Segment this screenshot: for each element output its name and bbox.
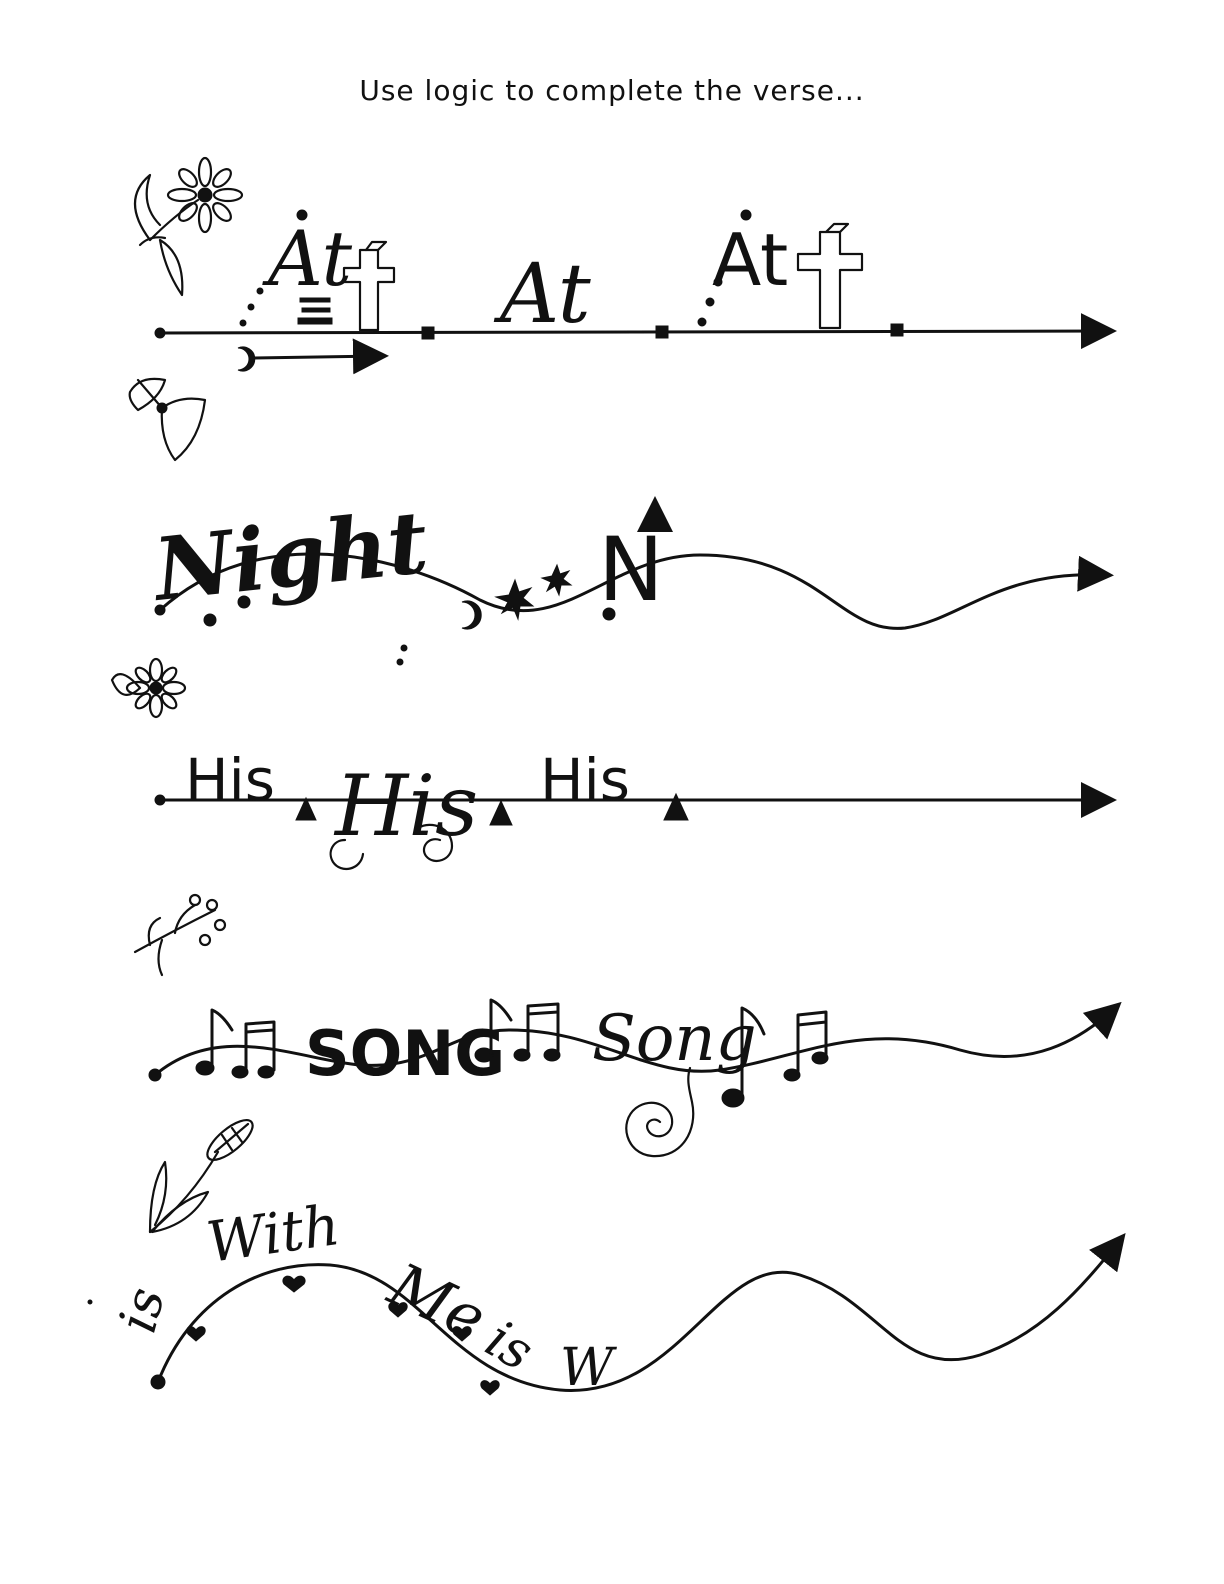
lupine-icon — [148, 1119, 254, 1234]
verse-line-4: SONG Song — [133, 893, 1122, 1158]
flower-icon — [133, 156, 244, 297]
moon-arrow-icon — [237, 338, 389, 375]
sprig-icon — [133, 893, 227, 977]
line-5-word-5: W — [560, 1338, 617, 1398]
line-1-word-3: At — [712, 218, 788, 302]
star-icon — [494, 563, 573, 621]
line-4-word-2: Song — [592, 1002, 757, 1076]
music-note-icon — [195, 1008, 276, 1079]
line-4-path — [153, 1001, 1122, 1077]
line-3-word-1: His — [185, 746, 275, 814]
spiral-icon — [625, 1066, 695, 1158]
instruction-text: Use logic to complete the verse... — [359, 74, 865, 107]
music-note-icon — [721, 1006, 829, 1108]
daisy-icon — [110, 657, 187, 719]
cross-icon — [342, 240, 396, 332]
line-1-word-2: At — [493, 247, 592, 342]
line-3-word-3: His — [540, 746, 630, 814]
music-note-icon — [474, 998, 561, 1063]
moon-icon — [461, 600, 482, 630]
cross-icon — [796, 222, 864, 330]
line-1-word-1: At — [262, 214, 353, 303]
spiral-icon — [329, 823, 454, 871]
heart-icon — [186, 1275, 500, 1396]
line-5-path — [156, 1232, 1126, 1392]
bluebell-icon — [128, 377, 207, 462]
verse-line-1: At At At — [133, 156, 1117, 375]
line-5-word-1: is — [108, 1281, 177, 1338]
line-2-word-1: Night — [147, 492, 433, 621]
verse-line-5: is With Me is W — [87, 1119, 1126, 1398]
line-5-word-4: is — [476, 1309, 544, 1383]
line-5-word-3: Me — [378, 1250, 496, 1355]
line-4-word-1: SONG — [305, 1017, 505, 1090]
verse-line-3: His His His — [110, 657, 1117, 871]
line-1-path — [158, 313, 1117, 350]
verse-line-2: Night N — [128, 377, 1114, 666]
line-2-word-2: N — [598, 518, 664, 621]
line-3-word-2: His — [333, 757, 478, 855]
line-2-path — [158, 552, 1114, 630]
